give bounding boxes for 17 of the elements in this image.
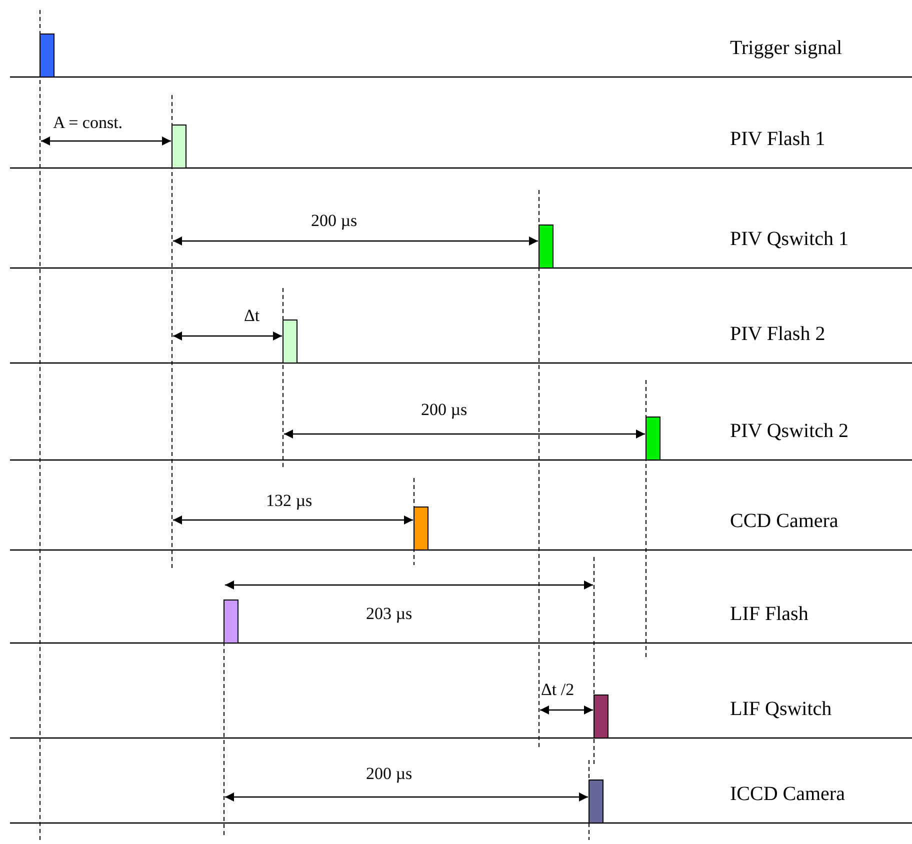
signal-name: PIV Qswitch 2 bbox=[730, 421, 849, 441]
interval-label: 203 µs bbox=[366, 605, 412, 622]
interval-label: 132 µs bbox=[266, 492, 312, 509]
signal-name: ICCD Camera bbox=[730, 784, 845, 804]
interval-label: A = const. bbox=[53, 114, 123, 131]
interval-label: Δt bbox=[244, 307, 260, 324]
signal-name: LIF Qswitch bbox=[730, 699, 832, 719]
signal-name: PIV Flash 2 bbox=[730, 324, 826, 344]
signal-name: CCD Camera bbox=[730, 511, 838, 531]
signal-name: LIF Flash bbox=[730, 604, 808, 624]
interval-label: Δt /2 bbox=[541, 681, 574, 698]
interval-label: 200 µs bbox=[421, 401, 468, 418]
signal-name: PIV Qswitch 1 bbox=[730, 229, 849, 249]
signal-name: Trigger signal bbox=[730, 38, 842, 58]
interval-label: 200 µs bbox=[311, 212, 358, 229]
signal-name: PIV Flash 1 bbox=[730, 129, 826, 149]
interval-label: 200 µs bbox=[366, 765, 412, 782]
